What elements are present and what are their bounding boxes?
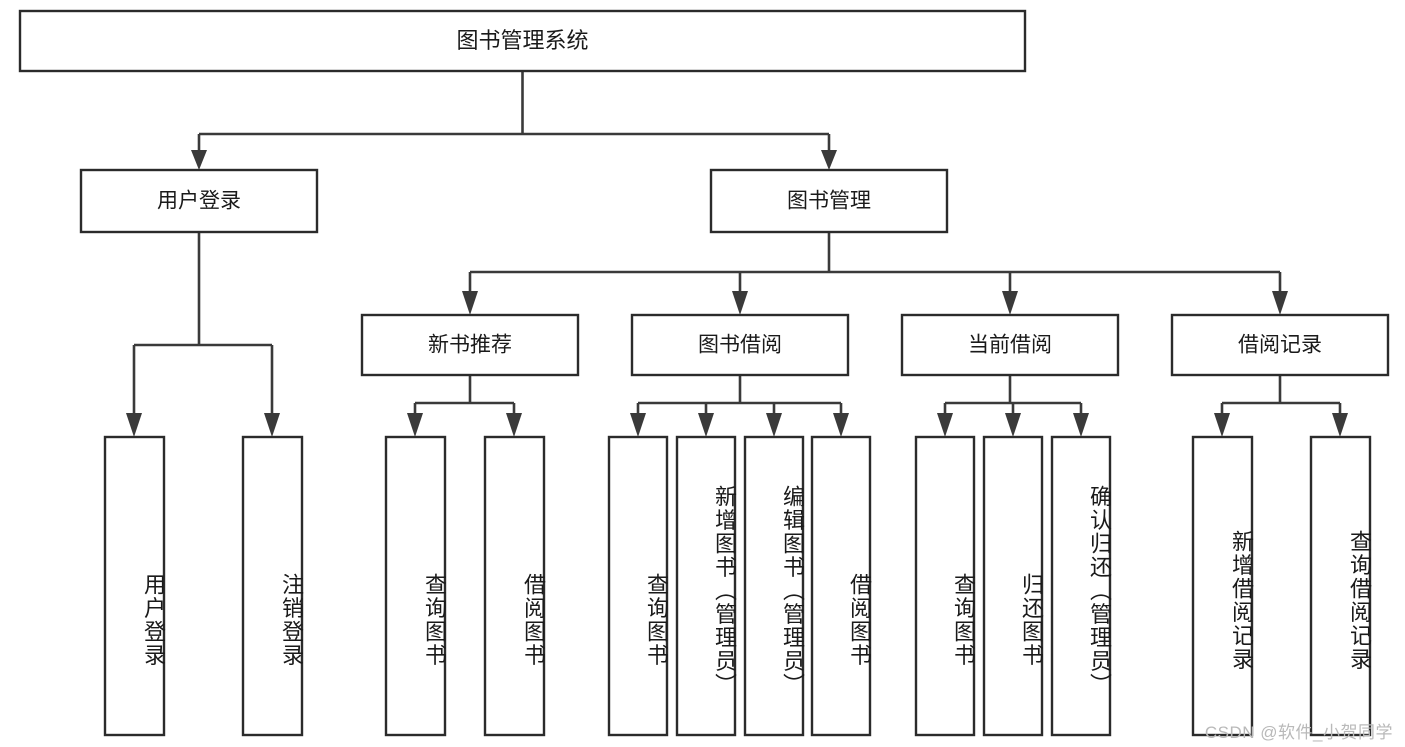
- arrow-new-book-recommend: [462, 291, 478, 315]
- node-current-borrow[interactable]: 当前借阅: [900, 313, 1120, 377]
- node-user-login-label: 用户登录: [157, 190, 241, 213]
- node-current-borrow-rect[interactable]: [900, 313, 1120, 377]
- arrow-leaf-confirm-return: [1073, 413, 1089, 437]
- arrow-leaf-query-book-2: [630, 413, 646, 437]
- node-borrow-record-rect[interactable]: [1170, 313, 1390, 377]
- arrow-to-book-manage: [821, 150, 837, 170]
- node-leaf-confirm-return-rect[interactable]: [1050, 435, 1112, 737]
- node-borrow-record-label: 借阅记录: [1238, 334, 1322, 357]
- arrow-leaf-edit-book: [766, 413, 782, 437]
- node-leaf-logout-login-rect[interactable]: [241, 435, 304, 737]
- arrow-to-user-login: [191, 150, 207, 170]
- node-root[interactable]: 图书管理系统: [18, 9, 1027, 73]
- node-leaf-borrow-book-1-rect[interactable]: [483, 435, 546, 737]
- node-leaf-edit-book-rect[interactable]: [743, 435, 805, 737]
- node-user-login[interactable]: 用户登录: [79, 168, 319, 234]
- node-leaf-return-book-rect[interactable]: [982, 435, 1044, 737]
- arrow-leaf-query-book-1: [407, 413, 423, 437]
- node-leaf-user-login-rect[interactable]: [103, 435, 166, 737]
- arrow-leaf-return-book: [1005, 413, 1021, 437]
- arrow-leaf-borrow-book-1: [506, 413, 522, 437]
- arrow-current-borrow: [1002, 291, 1018, 315]
- arrow-leaf-logout-login: [264, 413, 280, 437]
- node-leaf-query-record-rect[interactable]: [1309, 435, 1372, 737]
- node-new-book-recommend-rect[interactable]: [360, 313, 580, 377]
- arrow-leaf-borrow-book-2: [833, 413, 849, 437]
- node-book-manage[interactable]: 图书管理: [709, 168, 949, 234]
- arrow-leaf-user-login: [126, 413, 142, 437]
- node-user-login-rect[interactable]: [79, 168, 319, 234]
- node-leaf-query-book-1-rect[interactable]: [384, 435, 447, 737]
- node-leaf-borrow-book-2-rect[interactable]: [810, 435, 872, 737]
- node-root-label: 图书管理系统: [456, 28, 588, 53]
- node-book-borrow[interactable]: 图书借阅: [630, 313, 850, 377]
- node-root-rect[interactable]: [18, 9, 1027, 73]
- node-leaf-add-book-rect[interactable]: [675, 435, 737, 737]
- arrow-borrow-record: [1272, 291, 1288, 315]
- node-leaf-query-book-3-rect[interactable]: [914, 435, 976, 737]
- node-current-borrow-label: 当前借阅: [968, 334, 1052, 357]
- arrow-book-borrow: [732, 291, 748, 315]
- node-borrow-record[interactable]: 借阅记录: [1170, 313, 1390, 377]
- node-book-manage-label: 图书管理: [787, 190, 871, 213]
- arrow-leaf-add-record: [1214, 413, 1230, 437]
- node-book-borrow-label: 图书借阅: [698, 334, 782, 357]
- node-leaf-query-book-2-rect[interactable]: [607, 435, 669, 737]
- node-book-manage-rect[interactable]: [709, 168, 949, 234]
- node-new-book-recommend[interactable]: 新书推荐: [360, 313, 580, 377]
- arrow-leaf-add-book: [698, 413, 714, 437]
- csdn-watermark: CSDN @软件_小贺同学: [1204, 723, 1393, 742]
- arrow-leaf-query-book-3: [937, 413, 953, 437]
- arrow-leaf-query-record: [1332, 413, 1348, 437]
- node-leaf-add-record-rect[interactable]: [1191, 435, 1254, 737]
- edge-group: [126, 71, 1348, 437]
- node-new-book-recommend-label: 新书推荐: [428, 334, 512, 357]
- node-book-borrow-rect[interactable]: [630, 313, 850, 377]
